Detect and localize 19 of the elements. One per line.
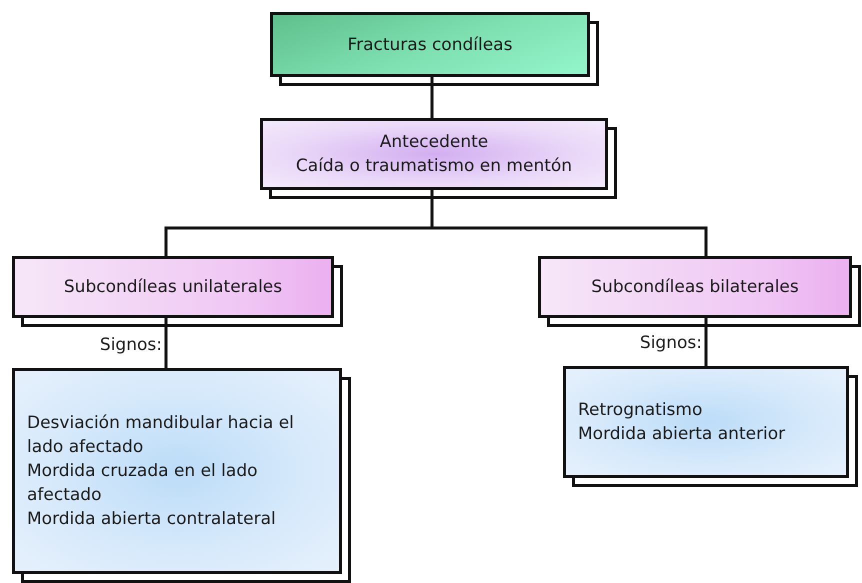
box-text: Mordida abierta anterior	[578, 423, 786, 446]
text-box	[563, 366, 849, 478]
box-text: Desviación mandibular hacia el lado afectado	[27, 412, 295, 459]
box-text: Caída o traumatismo en mentón	[296, 155, 572, 178]
text-box	[270, 12, 590, 77]
box-text: Fracturas condíleas	[348, 34, 512, 56]
connector-line	[704, 318, 708, 366]
text-box	[12, 256, 334, 318]
text-box	[12, 368, 342, 574]
text-box	[538, 256, 852, 318]
text-box	[260, 118, 608, 190]
connector-line	[164, 318, 168, 368]
connector-line	[430, 77, 434, 118]
box-text: Retrognatismo	[578, 399, 702, 422]
box-text: Mordida abierta contralateral	[27, 508, 276, 531]
box-text: Antecedente	[380, 131, 488, 154]
box-text: Mordida cruzada en el lado afectado	[27, 460, 259, 507]
box-text: Subcondíleas bilaterales	[591, 276, 799, 299]
box-text: Subcondíleas unilaterales	[64, 276, 282, 299]
